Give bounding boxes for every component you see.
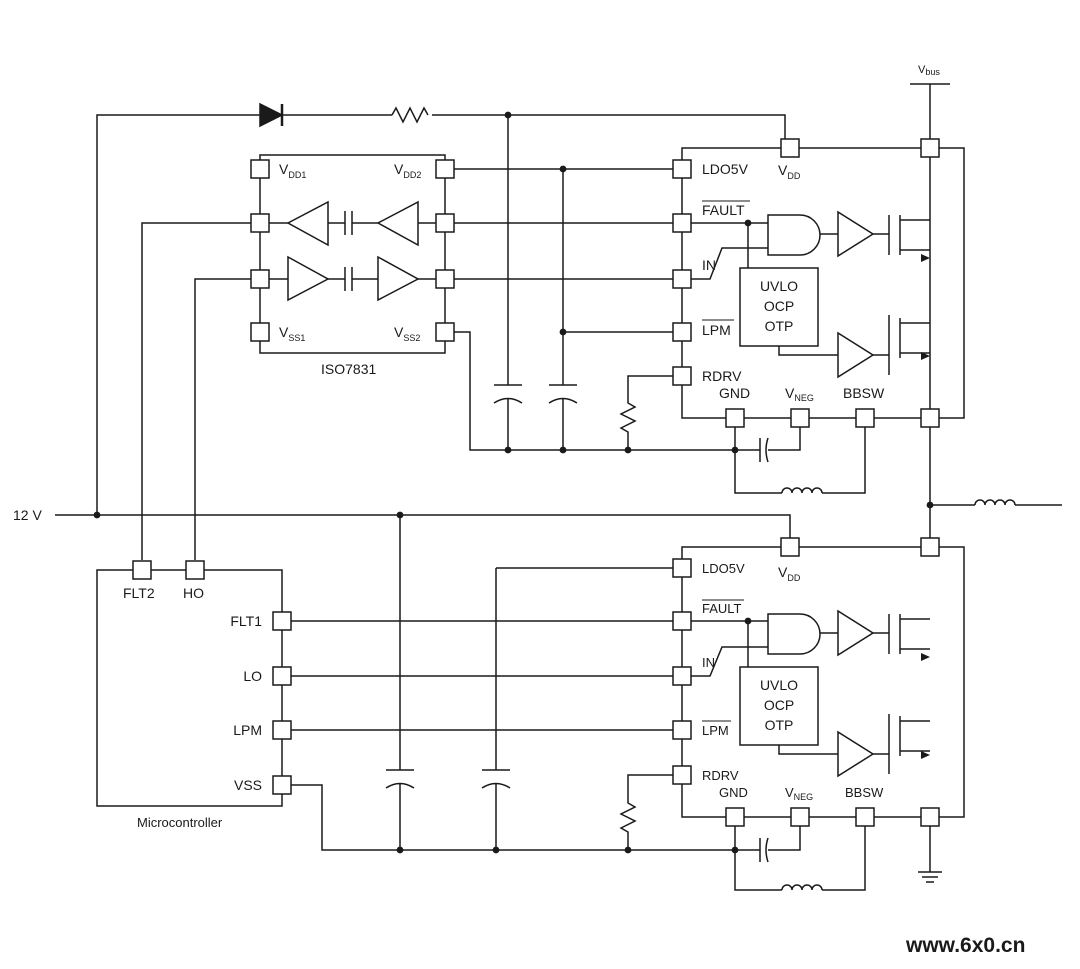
gate-buffer-top-2 [837,331,875,379]
fet-top-low [899,318,930,358]
gate-buffer-bottom-1 [837,609,875,657]
mcu-lo-label: LO [243,668,262,684]
driver-bottom-vdd-label: VDD [778,564,801,583]
gate-wires-top [778,215,890,375]
and-wires-bottom [682,620,768,677]
driver-top-fault-label: FAULT [702,202,745,218]
driver-bottom-rdrv-label: RDRV [702,768,739,783]
driver-bottom-bbsw-label: BBSW [845,785,884,800]
driver-top-ocp-label: OCP [764,298,794,314]
vneg-cap-bottom [735,826,801,863]
cap-top-2 [548,169,682,450]
diode-supply-path [96,114,786,515]
driver-bottom-ocp-label: OCP [764,697,794,713]
fet-arrows [921,254,930,759]
driver-top-uvlo-label: UVLO [760,278,798,294]
driver-bottom-otp-label: OTP [765,717,794,733]
driver-bottom-lpm-label: LPM [702,723,729,738]
vss-ground-wire [291,784,735,851]
active-low-overbars [702,200,750,722]
mcu-ho-label: HO [183,585,204,601]
driver-top-gnd-label: GND [719,385,750,401]
gate-wires-bottom [778,614,890,774]
driver-top-rdrv-label: RDRV [702,368,742,384]
isolator-buffer-4 [377,255,420,302]
power-ground-wire [918,826,942,883]
mcu-vss-label: VSS [234,777,262,793]
vbus-rail [910,83,950,549]
driver-bottom-fault-label: FAULT [702,601,742,616]
cap-bottom-2 [481,567,682,850]
mcu-pins [132,560,292,795]
fet-bottom-low [899,716,930,756]
driver-top-vneg-label: VNEG [785,385,814,403]
driver-top-ldo5v-label: LDO5V [702,161,749,177]
rdrv-resistor-top [619,375,682,450]
cap-bottom-1 [385,515,415,850]
and-gate-bottom [767,613,821,655]
gate-buffer-top-1 [837,210,875,258]
diode-symbol [259,102,284,128]
fet-top-high [899,215,930,255]
fet-bottom-high [899,614,930,654]
watermark-text: www.6x0.cn [905,934,1025,957]
isolator-vss1-label: VSS1 [279,324,305,343]
driver-bottom-ldo5v-label: LDO5V [702,561,745,576]
output-inductor [974,499,1016,506]
supply-resistor [391,106,429,124]
supply-rail-12v [55,514,791,547]
mcu-name: Microcontroller [137,815,223,830]
driver-top-bbsw-label: BBSW [843,385,885,401]
driver-top-vdd-label: VDD [778,162,801,181]
isolator-vdd1-label: VDD1 [279,161,306,180]
isolation-caps [268,211,437,291]
isolator-vdd2-label: VDD2 [394,161,421,180]
driver-top-lpm-label: LPM [702,322,731,338]
flt2-wire [141,222,252,560]
bbsw-inductor-top [781,487,823,494]
driver-bottom-uvlo-label: UVLO [760,677,798,693]
isolator-body [259,154,446,354]
rdrv-resistor-bottom [619,774,682,850]
vss2-ground-wire-top [454,331,735,451]
microcontroller-body [96,569,283,807]
and-wires-top [682,222,768,280]
driver-bottom-in-label: IN [702,655,715,670]
mcu-flt2-label: FLT2 [123,585,155,601]
vneg-cap-top [735,427,801,463]
ho-wire [194,278,252,560]
isolator-buffer-3 [287,255,330,302]
mcu-flt1-label: FLT1 [230,613,262,629]
driver-bottom-vneg-label: VNEG [785,785,813,802]
isolator-vss2-label: VSS2 [394,324,420,343]
driver-top-otp-label: OTP [765,318,794,334]
isolator-buffer-2 [376,200,419,247]
supply-12v-label: 12 V [13,507,42,523]
isolator-pins [250,159,455,342]
gate-buffer-bottom-2 [837,730,875,778]
driver-bottom-gnd-label: GND [719,785,748,800]
bbsw-inductor-bottom [781,884,823,891]
vbus-label: Vbus [918,64,940,77]
mcu-lpm-label: LPM [233,722,262,738]
isolator-buffer-1 [286,200,329,247]
cap-top-1 [493,115,523,450]
and-gate-top [767,214,821,256]
driver-top-in-label: IN [702,257,716,273]
isolator-name: ISO7831 [321,361,376,377]
